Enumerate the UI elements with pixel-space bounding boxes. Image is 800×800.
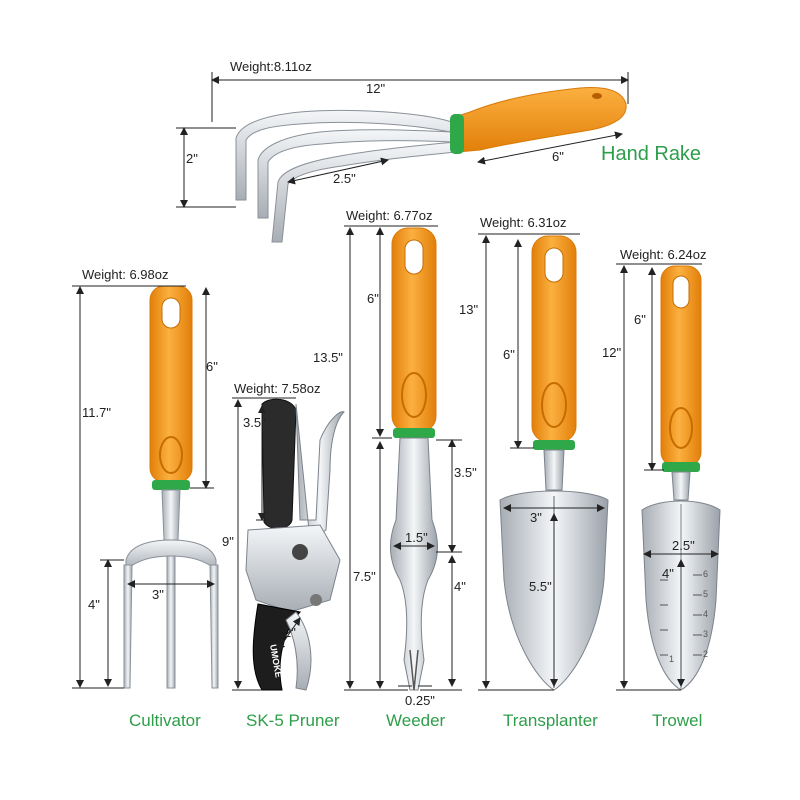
dimension-lines [72, 72, 719, 691]
trowel-scale-mark: 3 [703, 629, 709, 639]
cultivator-name: Cultivator [129, 711, 201, 730]
hand-rake-name: Hand Rake [601, 143, 702, 165]
trowel-handle-length: 6" [634, 312, 646, 327]
pruner-weight: Weight: 7.58oz [234, 381, 321, 396]
cultivator-tine-length: 4" [88, 597, 100, 612]
weeder-fork-length: 4" [454, 579, 466, 594]
weeder-blade-length: 7.5" [353, 569, 376, 584]
weeder-length: 13.5" [313, 350, 343, 365]
transplanter-length: 13" [459, 302, 479, 317]
hand-rake-length: 12" [366, 81, 386, 96]
hand-rake-handle-length: 6" [552, 149, 564, 164]
trowel-scale-mark: 2 [703, 649, 709, 659]
transplanter-blade-length: 5.5" [529, 579, 552, 594]
cultivator-tine-width: 3" [152, 587, 164, 602]
transplanter-blade-width: 3" [530, 510, 542, 525]
weeder-name: Weeder [386, 711, 446, 730]
trowel-scale [660, 574, 702, 656]
transplanter-name: Transplanter [503, 711, 598, 730]
hand-rake-weight: Weight:8.11oz [230, 59, 312, 74]
trowel-weight: Weight: 6.24oz [620, 247, 707, 262]
hand-rake-tine-width: 2.5" [333, 171, 356, 186]
weeder-neck-length: 3.5" [454, 465, 477, 480]
cultivator-weight: Weight: 6.98oz [82, 267, 169, 282]
pruner-length: 9" [222, 534, 234, 549]
trowel-scale-mark: 5 [703, 589, 709, 599]
trowel-scale-mark: 4 [703, 609, 709, 619]
trowel-name: Trowel [652, 711, 703, 730]
trowel-length: 12" [602, 345, 622, 360]
cultivator-length: 11.7" [82, 405, 111, 420]
trowel-scale-mark: 1 [669, 654, 675, 664]
trowel-scale-mark: 6 [703, 569, 709, 579]
pruner-name: SK-5 Pruner [246, 711, 340, 730]
weeder-tip-width: 0.25" [405, 693, 435, 708]
pruner-handle-length: 3.5" [243, 415, 266, 430]
trowel-blade-length: 4" [662, 566, 674, 581]
cultivator-handle-length: 6" [206, 359, 218, 374]
transplanter-handle-length: 6" [503, 347, 515, 362]
weeder [389, 227, 439, 691]
pruner-blade-length: 2" [284, 625, 296, 640]
weeder-weight: Weight: 6.77oz [346, 208, 433, 223]
weeder-width: 1.5" [405, 530, 428, 545]
cultivator [123, 285, 219, 689]
hand-rake-height: 2" [186, 151, 198, 166]
pruner [245, 398, 345, 691]
weeder-handle-length: 6" [367, 291, 379, 306]
trowel-blade-width: 2.5" [672, 538, 695, 553]
transplanter-weight: Weight: 6.31oz [480, 215, 567, 230]
